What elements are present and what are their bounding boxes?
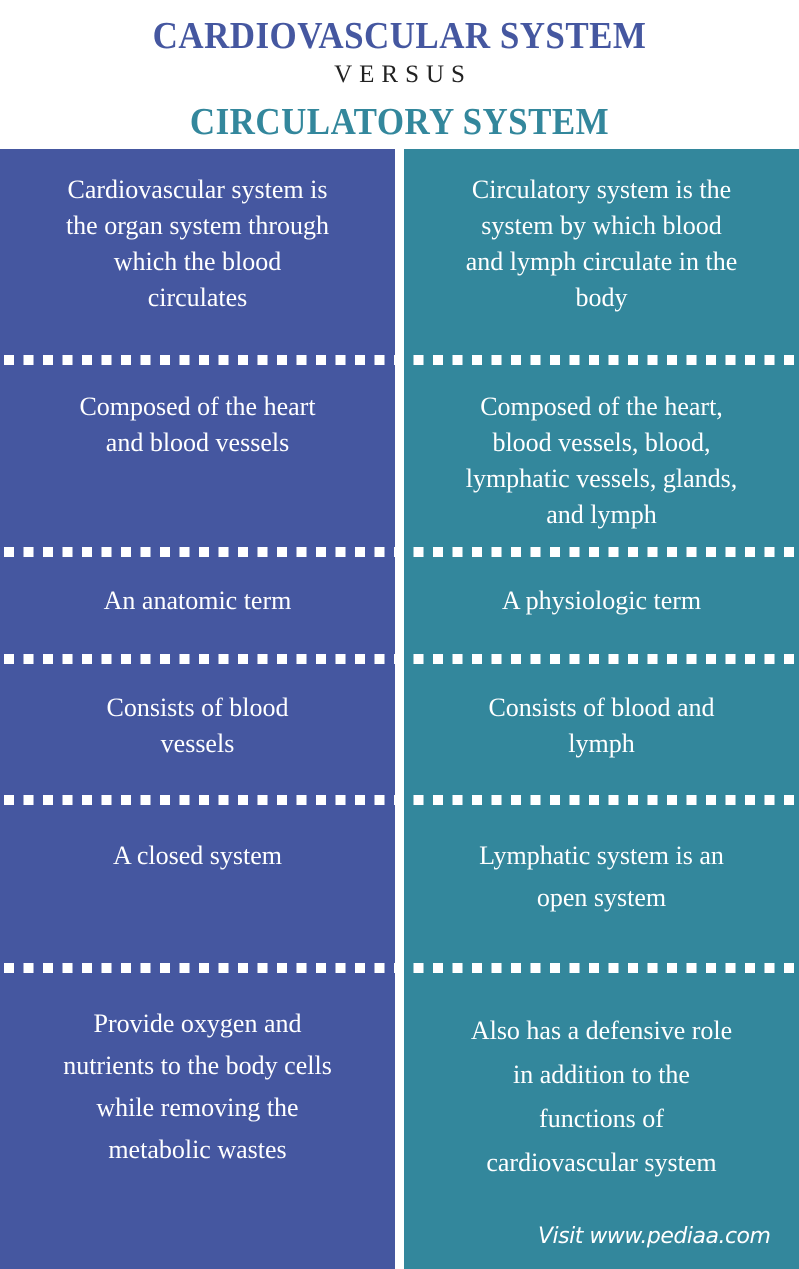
row-divider bbox=[0, 654, 799, 664]
versus-label: VERSUS bbox=[334, 61, 472, 88]
cardiovascular-column bbox=[0, 149, 395, 1269]
website-link[interactable]: Visit www.pediaa.com bbox=[538, 1224, 771, 1249]
row-divider bbox=[0, 355, 799, 365]
comparison-cell-left: A closed system bbox=[113, 841, 282, 870]
row-divider bbox=[0, 795, 799, 805]
comparison-cell-left: An anatomic term bbox=[103, 586, 292, 615]
comparison-cell-right: A physiologic term bbox=[501, 586, 702, 615]
comparison-cell-left: Consists of blood vessels bbox=[106, 693, 289, 758]
header: CARDIOVASCULAR SYSTEM VERSUS CIRCULATORY… bbox=[0, 0, 799, 149]
comparison-cell-right: Also has a defensive role in addition to… bbox=[470, 1016, 733, 1177]
comparison-cell-left: Provide oxygen and nutrients to the body… bbox=[63, 1009, 332, 1164]
comparison-cell-right: Circulatory system is the system by whic… bbox=[465, 175, 738, 312]
title-circulatory-system: CIRCULATORY SYSTEM bbox=[189, 101, 610, 143]
circulatory-column bbox=[404, 149, 799, 1269]
comparison-cell-left: Composed of the heart and blood vessels bbox=[79, 392, 316, 457]
comparison-cell-left: Cardiovascular system is the organ syste… bbox=[65, 175, 330, 312]
row-divider bbox=[0, 547, 799, 557]
comparison-cell-right: Composed of the heart, blood vessels, bl… bbox=[465, 392, 738, 529]
title-cardiovascular-system: CARDIOVASCULAR SYSTEM bbox=[152, 15, 647, 57]
comparison-cell-right: Consists of blood and lymph bbox=[488, 693, 715, 758]
row-divider bbox=[0, 963, 799, 973]
comparison-cell-right: Lymphatic system is an open system bbox=[479, 841, 724, 912]
